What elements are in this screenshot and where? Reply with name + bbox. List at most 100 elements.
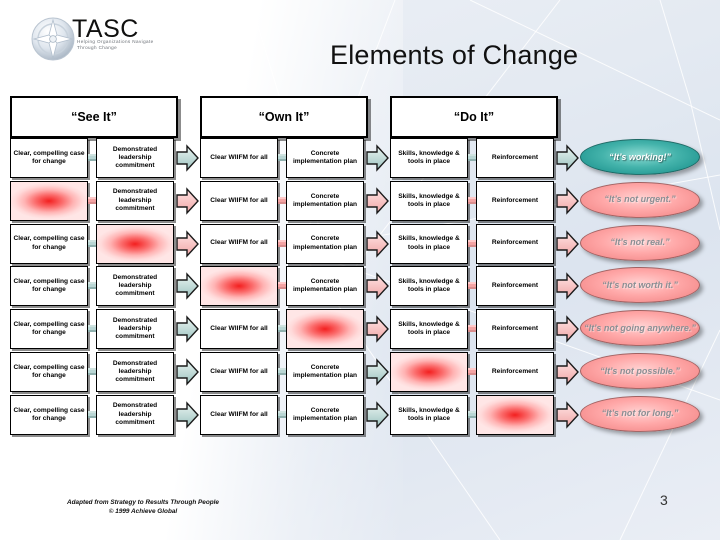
step-box: Skills, knowledge & tools in place [390, 394, 468, 435]
outcome-oval: “It’s not going anywhere.” [580, 310, 700, 347]
connector-bar [468, 325, 476, 333]
step-box: Clear WIIFM for all [200, 180, 278, 221]
outcome-oval: “It’s not worth it.” [580, 267, 700, 304]
page-number: 3 [660, 492, 668, 508]
step-box-label: Clear, compelling case for change [13, 235, 85, 251]
step-box-label: Reinforcement [491, 282, 539, 290]
phase-arrow-icon [555, 272, 579, 301]
flow-row: Clear, compelling case for change Demonst… [0, 266, 720, 307]
phase-arrow-icon [175, 144, 199, 172]
phase-arrow-icon [365, 400, 389, 429]
step-box-label: Concrete implementation plan [292, 149, 358, 165]
flow-row: Clear, compelling case for change Demonst… [0, 180, 720, 221]
phase-arrow-icon [175, 400, 199, 429]
step-box: Skills, knowledge & tools in place [390, 266, 468, 307]
step-box-missing: Demonstrated leadership commitment [96, 223, 174, 264]
connector-bar [88, 410, 96, 418]
connector-bar [278, 368, 286, 375]
step-box: Reinforcement [476, 266, 554, 307]
step-box: Reinforcement [476, 309, 554, 350]
step-box-label: Demonstrated leadership commitment [112, 188, 158, 212]
step-box-label: Concrete implementation plan [292, 192, 358, 208]
step-box-label: Skills, knowledge & tools in place [398, 235, 460, 251]
step-box: Clear, compelling case for change [10, 138, 88, 178]
tasc-logo: TASC Helping Organizations Navigate Thro… [30, 12, 160, 64]
step-box: Concrete implementation plan [286, 138, 364, 178]
step-box-label: Skills, knowledge & tools in place [398, 320, 460, 337]
outcome-oval: “It’s not real.” [580, 224, 700, 261]
connector-bar [468, 410, 476, 418]
step-box-label: Reinforcement [491, 239, 539, 247]
step-box: Skills, knowledge & tools in place [390, 223, 468, 264]
step-box: Clear, compelling case for change [10, 266, 88, 307]
step-box: Reinforcement [476, 138, 554, 178]
step-box: Reinforcement [476, 223, 554, 264]
step-box: Reinforcement [476, 180, 554, 221]
step-box: Demonstrated leadership commitment [96, 266, 174, 307]
phase-arrow-icon [175, 315, 199, 343]
step-box-label: Clear WIIFM for all [210, 196, 268, 204]
flow-row: Clear, compelling case for change Demonst… [0, 138, 720, 178]
step-box: Clear, compelling case for change [10, 309, 88, 350]
connector-bar [468, 196, 476, 204]
step-box: Clear WIIFM for all [200, 309, 278, 350]
connector-bar [278, 282, 286, 290]
phase-arrow-icon [365, 358, 389, 386]
step-box-label: Reinforcement [491, 367, 539, 375]
step-box: Concrete implementation plan [286, 394, 364, 435]
phase-header-3: “Do It” [390, 96, 558, 138]
phase-arrow-icon [365, 272, 389, 301]
step-box: Skills, knowledge & tools in place [390, 309, 468, 350]
phase-arrow-icon [175, 229, 199, 258]
connector-bar [278, 325, 286, 333]
phase-arrow-icon [175, 358, 199, 386]
connector-bar [278, 154, 286, 161]
connector-bar [468, 368, 476, 375]
step-box: Demonstrated leadership commitment [96, 180, 174, 221]
phase-arrow-icon [175, 186, 199, 215]
credit-line-2: © 1999 Achieve Global [108, 508, 178, 515]
step-box-label: Clear WIIFM for all [210, 367, 268, 375]
step-box: Concrete implementation plan [286, 352, 364, 392]
phase-arrow-icon [175, 272, 199, 301]
step-box: Reinforcement [476, 352, 554, 392]
outcome-oval: “It’s working!” [580, 139, 700, 175]
connector-bar [88, 154, 96, 161]
phase-header-label: “Own It” [258, 110, 310, 124]
connector-bar [88, 239, 96, 247]
outcome-label: “It’s not worth it.” [602, 279, 678, 290]
step-box-label: Reinforcement [491, 196, 539, 204]
step-box-label: Clear WIIFM for all [210, 153, 268, 161]
step-box: Skills, knowledge & tools in place [390, 180, 468, 221]
phase-arrow-icon [555, 358, 579, 386]
outcome-label: “It’s not real.” [610, 237, 670, 248]
connector-bar [278, 410, 286, 418]
outcome-oval: “It’s not possible.” [580, 353, 700, 389]
outcome-label: “It’s not for long.” [601, 408, 679, 419]
connector-bar [278, 196, 286, 204]
step-box: Clear WIIFM for all [200, 394, 278, 435]
logo-wordmark: TASC [72, 15, 139, 43]
connector-bar [88, 325, 96, 333]
step-box: Concrete implementation plan [286, 266, 364, 307]
connector-bar [468, 282, 476, 290]
outcome-label: “It’s not possible.” [600, 365, 680, 376]
outcome-oval: “It’s not urgent.” [580, 181, 700, 218]
step-box-missing: Clear, compelling case for change [10, 180, 88, 221]
phase-arrow-icon [365, 144, 389, 172]
step-box-label: Clear, compelling case for change [13, 278, 85, 294]
phase-header-label: “Do It” [453, 110, 495, 124]
step-box: Clear, compelling case for change [10, 394, 88, 435]
step-box: Skills, knowledge & tools in place [390, 138, 468, 178]
step-box-label: Demonstrated leadership commitment [112, 145, 158, 170]
step-box: Concrete implementation plan [286, 180, 364, 221]
phase-arrow-icon [555, 144, 579, 172]
outcome-label: “It’s not urgent.” [604, 194, 676, 205]
step-box-label: Concrete implementation plan [292, 278, 358, 294]
step-box: Clear WIIFM for all [200, 352, 278, 392]
credit-line-1: Adapted from Strategy to Results Through… [67, 499, 219, 506]
phase-arrow-icon [555, 400, 579, 429]
step-box: Clear WIIFM for all [200, 138, 278, 178]
